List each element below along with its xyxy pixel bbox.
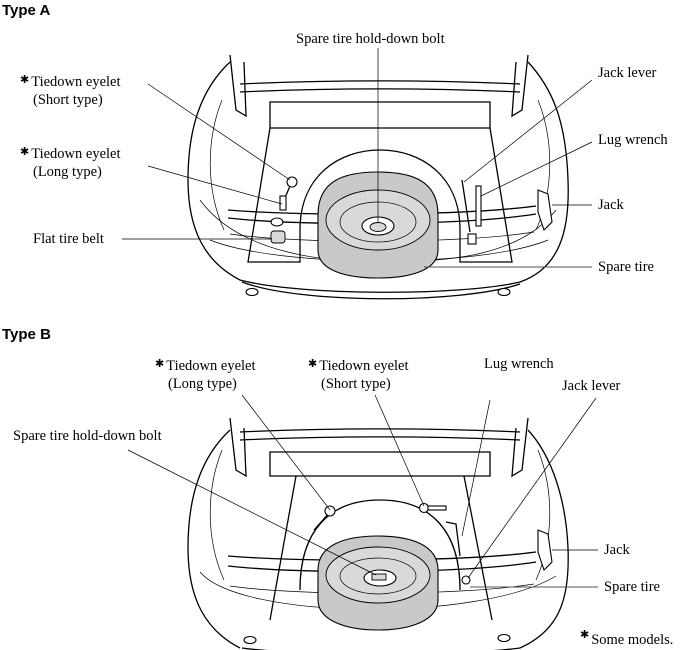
footnote-marker-icon: ✱ — [155, 358, 165, 370]
type-b-heading: Type B — [2, 326, 51, 343]
leader-lines — [122, 48, 598, 588]
type-a-flat-tire-belt — [270, 230, 286, 244]
type-a-jack-lever — [461, 179, 471, 233]
type-a-trunk-drawing — [187, 54, 569, 300]
footnote-marker-icon: ✱ — [20, 146, 30, 158]
footnote: ✱Some models. — [580, 629, 674, 648]
leader-a-jack-lever — [463, 79, 593, 183]
type-b-jack — [537, 529, 553, 572]
label-a-lug-wrench: Lug wrench — [598, 132, 668, 148]
label-b-jack-lever: Jack lever — [562, 378, 621, 394]
label-a-flat-tire-belt: Flat tire belt — [33, 231, 104, 247]
type-b-lug-wrench — [445, 521, 461, 557]
footnote-marker-icon: ✱ — [580, 629, 590, 641]
type-b-trunk-drawing — [187, 417, 569, 650]
leader-b-jack-lever — [467, 397, 597, 579]
tow-hook-cap-left — [245, 287, 259, 297]
label-a-jack-lever: Jack lever — [598, 65, 657, 81]
label-b-spare-tire: Spare tire — [604, 579, 660, 595]
label-b-tiedown-eyelet-long: ✱Tiedown eyelet (Long type) — [155, 358, 256, 392]
footnote-marker-icon: ✱ — [20, 74, 30, 86]
type-b-tiedown-short — [418, 502, 430, 514]
leader-b-lug-wrench — [461, 399, 491, 537]
type-a-tiedown-long — [279, 195, 287, 211]
footnote-marker-icon: ✱ — [308, 358, 318, 370]
type-a-lug-wrench — [475, 185, 482, 227]
tow-hook-cap-right — [497, 633, 511, 643]
label-a-jack: Jack — [598, 197, 624, 213]
leader-b-tiedown-short — [374, 394, 425, 507]
label-b-jack: Jack — [604, 542, 630, 558]
label-b-lug-wrench: Lug wrench — [484, 356, 554, 372]
leader-a-tiedown-long — [147, 165, 283, 205]
label-a-tiedown-eyelet-long: ✱Tiedown eyelet (Long type) — [20, 146, 121, 180]
label-a-spare-tire: Spare tire — [598, 259, 654, 275]
leader-b-hold-down-bolt — [127, 449, 377, 576]
type-b-hold-down-bolt — [371, 573, 387, 581]
leader-b-tiedown-long — [241, 394, 331, 511]
tow-hook-cap-right — [497, 287, 511, 297]
label-a-tiedown-eyelet-short: ✱Tiedown eyelet (Short type) — [20, 74, 121, 108]
tow-hook-cap-left — [243, 635, 257, 645]
type-a-heading: Type A — [2, 2, 51, 19]
leader-a-tiedown-short — [147, 83, 291, 181]
label-b-tiedown-eyelet-short: ✱Tiedown eyelet (Short type) — [308, 358, 409, 392]
type-a-hold-down-bolt — [369, 222, 387, 232]
type-a-jack — [537, 189, 553, 232]
label-a-spare-tire-hold-down-bolt: Spare tire hold-down bolt — [296, 31, 445, 47]
type-a-tiedown-short — [286, 176, 298, 188]
leader-a-lug-wrench — [480, 141, 593, 197]
label-b-spare-tire-hold-down-bolt: Spare tire hold-down bolt — [13, 428, 162, 444]
